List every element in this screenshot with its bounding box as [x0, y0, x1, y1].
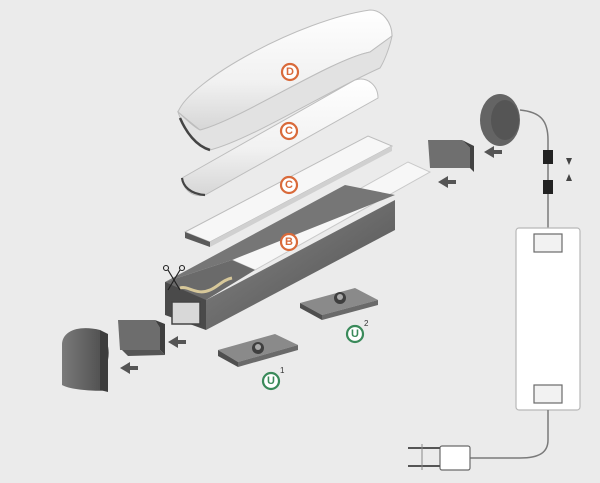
scissors-icon — [162, 264, 186, 291]
label-u1: U 1 — [261, 366, 285, 391]
svg-text:U: U — [267, 375, 275, 387]
label-d: D — [280, 62, 300, 82]
arrow-icon — [484, 146, 502, 158]
svg-text:C: C — [285, 179, 293, 191]
label-c-lower: C — [279, 175, 299, 195]
power-plug-icon — [408, 444, 471, 471]
label-u2: U 2 — [345, 319, 369, 344]
cable-connector-female — [543, 180, 553, 194]
label-b: B — [279, 232, 299, 252]
arrow-icon — [120, 362, 138, 374]
compress-arrows-icon — [566, 158, 572, 181]
connector-block — [428, 140, 474, 172]
svg-text:2: 2 — [364, 319, 369, 328]
led-driver — [515, 227, 581, 411]
mounting-clip-1 — [218, 334, 298, 367]
svg-text:1: 1 — [280, 366, 285, 375]
end-cap-open — [118, 320, 165, 356]
cable-connector-male — [543, 150, 553, 164]
mains-cable — [470, 410, 549, 459]
svg-text:U: U — [351, 328, 359, 340]
label-c-upper: C — [279, 121, 299, 141]
svg-text:B: B — [285, 236, 293, 248]
diffuser-rounded-c-upper — [180, 78, 379, 197]
end-cap-closed — [62, 328, 109, 392]
end-cap-cable-entry — [480, 94, 520, 146]
cable-to-driver — [519, 109, 549, 230]
mounting-clip-2 — [300, 288, 378, 320]
arrow-icon — [168, 336, 186, 348]
arrow-icon — [438, 176, 456, 188]
svg-text:D: D — [286, 66, 294, 78]
svg-text:C: C — [285, 125, 293, 137]
